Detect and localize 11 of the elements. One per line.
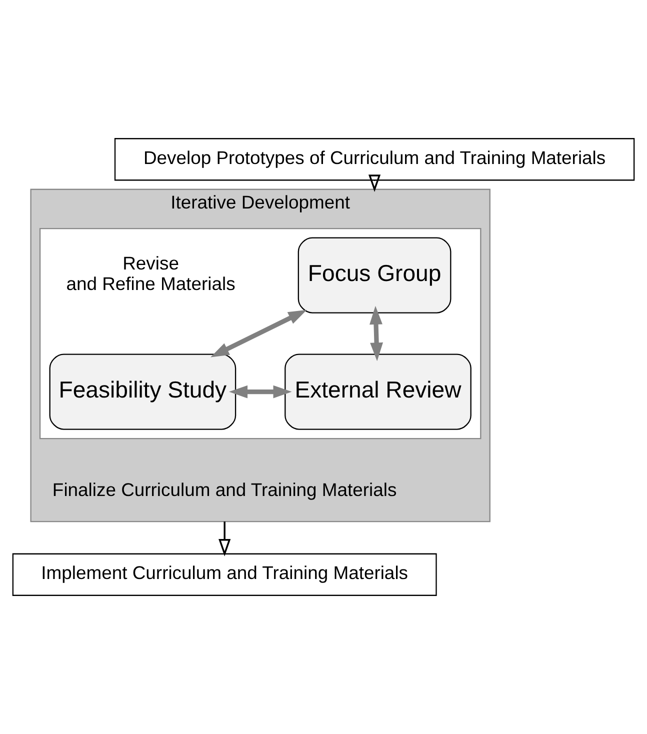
arrow [218, 522, 231, 556]
arrow [210, 310, 307, 358]
cluster [39, 228, 482, 440]
arrow [370, 306, 384, 362]
node-box: Implement Curriculum and Training Materials [12, 553, 437, 596]
arrow [229, 385, 292, 398]
node-box: Focus Group [298, 237, 452, 314]
arrow [368, 174, 381, 192]
node-box: External Review [284, 354, 472, 430]
node-box: Feasibility Study [49, 354, 236, 430]
label: Revise and Refine Materials [66, 252, 236, 294]
